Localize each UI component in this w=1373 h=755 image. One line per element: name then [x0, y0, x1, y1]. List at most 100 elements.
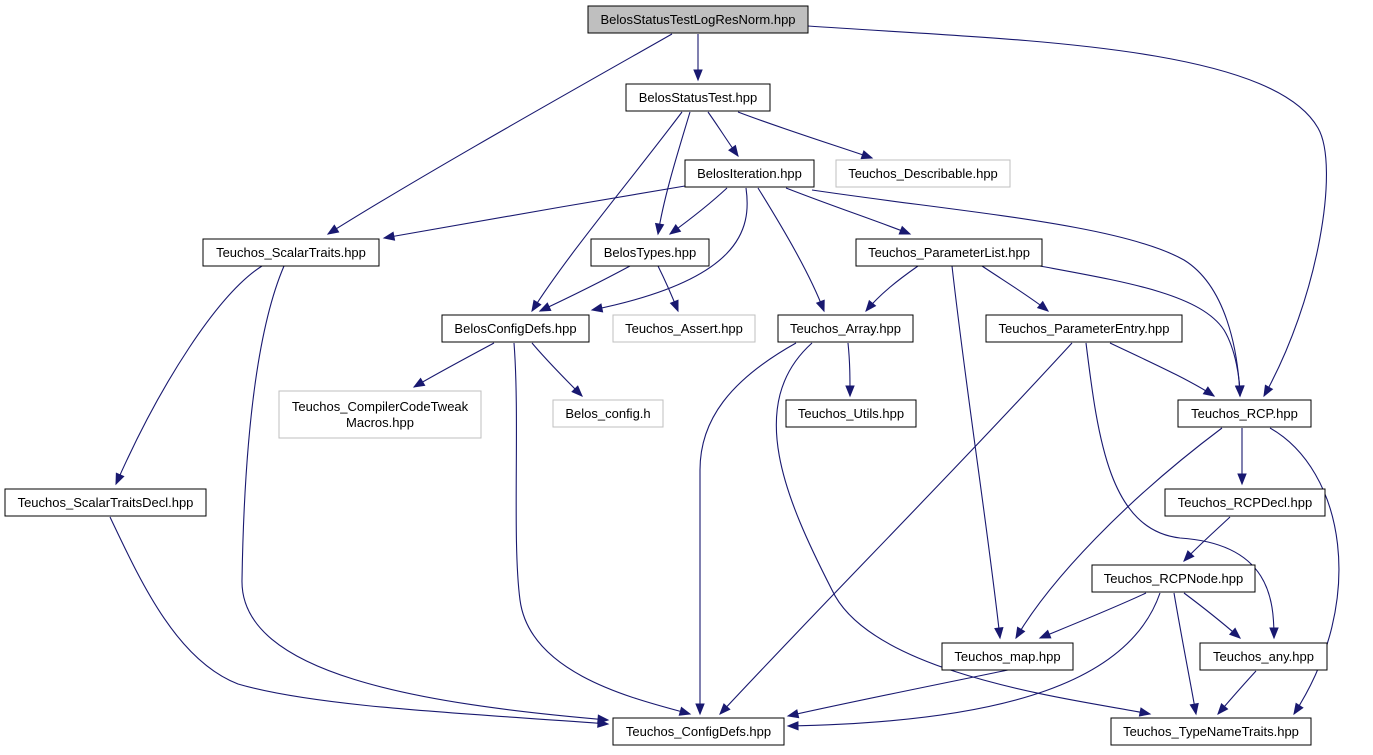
edge-iteration-to-rcp [811, 189, 1245, 398]
node-label: Macros.hpp [346, 415, 414, 430]
edge-arrowhead [382, 231, 396, 241]
node-label: Teuchos_ConfigDefs.hpp [626, 724, 771, 739]
node-label: BelosConfigDefs.hpp [454, 321, 576, 336]
edge-arrowhead [1293, 702, 1304, 716]
node-assert: Teuchos_Assert.hpp [612, 314, 756, 343]
edges-layer [109, 25, 1340, 731]
edge-arrowhead [1189, 702, 1199, 716]
node-scalartraits[interactable]: Teuchos_ScalarTraits.hpp [202, 238, 380, 267]
edge-configdefs-to-belosconfig [531, 342, 583, 397]
node-box [278, 390, 482, 439]
node-box [612, 314, 756, 343]
edge-arrowhead [115, 472, 125, 486]
node-label: Teuchos_Array.hpp [790, 321, 901, 336]
edge-arrowhead [668, 223, 682, 235]
node-box [1164, 488, 1326, 517]
node-box [835, 159, 1011, 188]
node-label: Teuchos_Describable.hpp [848, 166, 998, 181]
node-map[interactable]: Teuchos_map.hpp [941, 642, 1074, 671]
node-rcpnode[interactable]: Teuchos_RCPNode.hpp [1091, 564, 1256, 593]
node-utils[interactable]: Teuchos_Utils.hpp [785, 399, 917, 428]
edge-arrowhead [531, 299, 542, 313]
node-box [4, 488, 207, 517]
edge-arrowhead [898, 225, 912, 235]
node-box [1199, 642, 1328, 671]
node-rcp[interactable]: Teuchos_RCP.hpp [1177, 399, 1312, 428]
node-any[interactable]: Teuchos_any.hpp [1199, 642, 1328, 671]
edge-line [327, 33, 673, 235]
node-label: Teuchos_RCP.hpp [1191, 406, 1298, 421]
edge-arrowhead [865, 299, 877, 313]
node-rcpdecl[interactable]: Teuchos_RCPDecl.hpp [1164, 488, 1326, 517]
node-label: BelosIteration.hpp [697, 166, 802, 181]
edge-line [1085, 342, 1275, 639]
node-box [552, 399, 664, 428]
edge-line [657, 111, 691, 235]
edge-parameterlist-to-rcp [1039, 265, 1245, 398]
node-belostypes[interactable]: BelosTypes.hpp [590, 238, 710, 267]
edge-line [981, 265, 1049, 312]
edge-line [1173, 592, 1197, 715]
edge-any-to-typenametraits [1217, 670, 1257, 716]
edge-array-to-teuchosconfigdefs [695, 342, 797, 716]
edge-scalartraits-to-scalartraitsdecl [115, 265, 263, 486]
edge-iteration-to-parameterlist [785, 187, 912, 235]
node-teuchosconfigdefs[interactable]: Teuchos_ConfigDefs.hpp [612, 717, 785, 746]
node-box [1091, 564, 1256, 593]
node-belosconfig: Belos_config.h [552, 399, 664, 428]
edge-parameterlist-to-map [951, 265, 1004, 640]
node-label: BelosStatusTest.hpp [639, 90, 758, 105]
edge-line [591, 187, 748, 311]
edge-array-to-utils [845, 342, 855, 398]
node-label: BelosTypes.hpp [604, 245, 697, 260]
node-box [684, 159, 815, 188]
edge-line [1183, 592, 1241, 639]
node-parameterlist[interactable]: Teuchos_ParameterList.hpp [855, 238, 1043, 267]
node-box [777, 314, 914, 343]
node-label: Teuchos_ParameterList.hpp [868, 245, 1030, 260]
edge-arrowhead [719, 703, 731, 715]
node-label: Teuchos_ScalarTraits.hpp [216, 245, 366, 260]
edge-line [1039, 265, 1241, 397]
node-paramentry[interactable]: Teuchos_ParameterEntry.hpp [985, 314, 1183, 343]
edge-line [1269, 427, 1340, 715]
edge-line [807, 25, 1327, 397]
node-label: Teuchos_CompilerCodeTweak [292, 399, 469, 414]
edge-arrowhead [815, 299, 825, 313]
node-label: Teuchos_Utils.hpp [798, 406, 904, 421]
edge-iteration-to-belostypes [668, 187, 728, 235]
edge-line [1015, 427, 1223, 639]
edge-root-to-scalartraits [326, 33, 673, 235]
node-scalartraitsdecl[interactable]: Teuchos_ScalarTraitsDecl.hpp [4, 488, 207, 517]
edge-arrowhead [571, 385, 583, 397]
node-typenametraits[interactable]: Teuchos_TypeNameTraits.hpp [1110, 717, 1312, 746]
edge-line [1039, 592, 1147, 639]
node-array[interactable]: Teuchos_Array.hpp [777, 314, 914, 343]
node-root[interactable]: BelosStatusTestLogResNorm.hpp [587, 5, 809, 34]
edge-arrowhead [1217, 702, 1229, 716]
edge-map-to-teuchosconfigdefs [786, 669, 1009, 719]
node-statustest[interactable]: BelosStatusTest.hpp [625, 83, 771, 112]
edge-arrowhead [654, 222, 665, 236]
node-configdefs[interactable]: BelosConfigDefs.hpp [441, 314, 590, 343]
edge-root-to-statustest [693, 34, 703, 82]
node-box [202, 238, 380, 267]
edge-rcpdecl-to-rcpnode [1183, 516, 1231, 562]
node-label: Teuchos_TypeNameTraits.hpp [1123, 724, 1299, 739]
edge-arrowhead [412, 377, 426, 388]
node-box [441, 314, 590, 343]
edge-arrowhead [1036, 300, 1050, 312]
edge-line [787, 592, 1161, 727]
edge-arrowhead [1138, 707, 1152, 717]
edge-belostypes-to-assert [657, 265, 679, 313]
edge-rcp-to-typenametraits [1269, 427, 1340, 716]
edge-line [757, 187, 825, 312]
edge-statustest-to-iteration [707, 111, 739, 158]
edge-scalartraitsdecl-to-teuchosconfigdefs [109, 516, 610, 728]
node-label: Teuchos_RCPDecl.hpp [1178, 495, 1312, 510]
edge-arrowhead [695, 703, 705, 716]
node-iteration[interactable]: BelosIteration.hpp [684, 159, 815, 188]
node-label: Teuchos_Assert.hpp [625, 321, 743, 336]
edge-arrowhead [860, 150, 874, 160]
edge-rcpnode-to-teuchosconfigdefs [786, 592, 1161, 731]
